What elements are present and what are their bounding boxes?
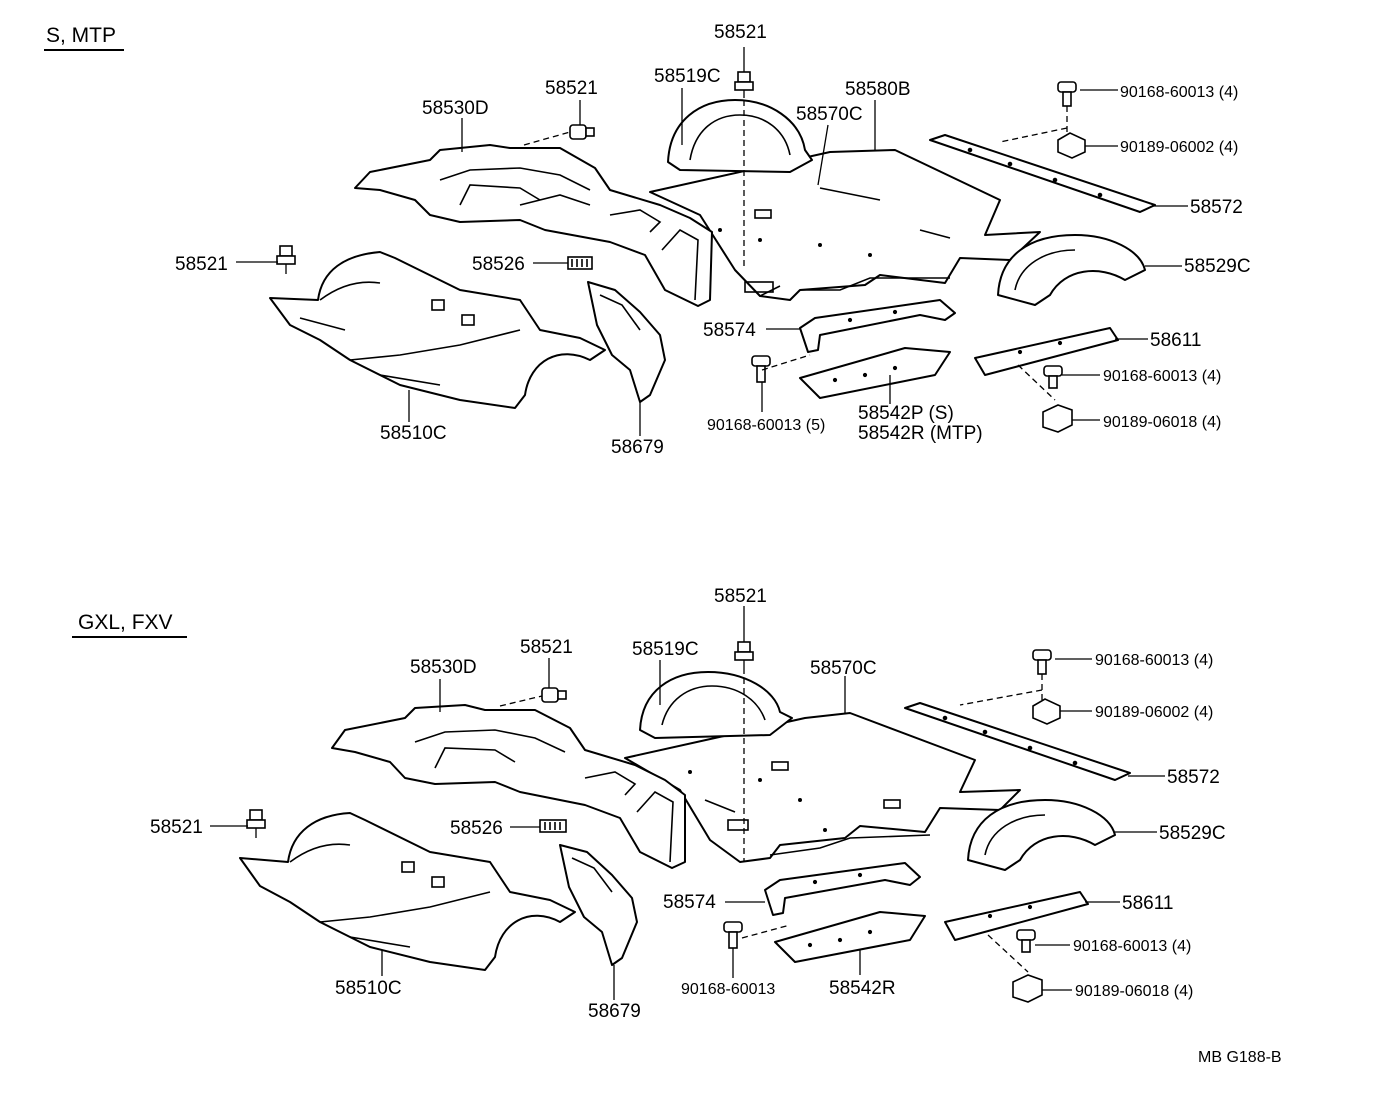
label-bolt-side: 90168-60013 (4) — [1073, 938, 1191, 955]
bracket — [587, 281, 666, 403]
bolt-top — [1032, 649, 1052, 675]
side-rail — [944, 891, 1089, 941]
label-silencer-rear: 58570C — [810, 658, 877, 679]
label-floor-rear: 58580B — [845, 79, 911, 100]
clip-left — [246, 809, 266, 838]
cover-plate — [799, 347, 951, 399]
section-title: S, MTP — [46, 24, 116, 47]
label-nut-top: 90189-06002 (4) — [1095, 704, 1213, 721]
label-wheelhouse: 58529C — [1184, 256, 1251, 277]
label-rail-side: 58611 — [1122, 893, 1173, 914]
label-bracket: 58679 — [611, 437, 664, 458]
label-rail-side: 58611 — [1150, 330, 1201, 351]
rear-cover — [667, 99, 813, 173]
clip-tunnel — [541, 687, 567, 703]
label-clip-left: 58521 — [175, 254, 228, 275]
label-clip-top: 58521 — [714, 586, 767, 607]
label-rail-top: 58572 — [1167, 767, 1220, 788]
label-rail-front: 58574 — [703, 320, 756, 341]
nut-top — [1057, 132, 1086, 159]
label-bolt-front: 90168-60013 (5) — [707, 417, 825, 434]
label-front-floor: 58510C — [380, 423, 447, 444]
bolt-front — [751, 355, 771, 383]
label-bracket: 58679 — [588, 1001, 641, 1022]
label-pad: 58526 — [450, 818, 503, 839]
label-pad: 58526 — [472, 254, 525, 275]
cover-plate — [774, 911, 926, 963]
label-bolt-side: 90168-60013 (4) — [1103, 368, 1221, 385]
wheelhouse — [997, 234, 1146, 306]
label-plate-line1: 58542P (S) — [858, 403, 954, 424]
rear-rail — [904, 702, 1131, 781]
label-bolt-top: 90168-60013 (4) — [1120, 84, 1238, 101]
diagram-code: MB G188-B — [1198, 1049, 1282, 1066]
bolt-front — [723, 921, 743, 949]
bolt-side — [1043, 365, 1063, 389]
label-nut-side: 90189-06018 (4) — [1103, 414, 1221, 431]
front-rail — [764, 862, 921, 916]
label-tunnel: 58530D — [410, 657, 477, 678]
label-wheelhouse: 58529C — [1159, 823, 1226, 844]
label-clip-tunnel: 58521 — [520, 637, 573, 658]
label-rail-top: 58572 — [1190, 197, 1243, 218]
label-nut-side: 90189-06018 (4) — [1075, 983, 1193, 1000]
section-s-mtp: S, MTP — [44, 22, 1251, 458]
nut-side — [1042, 404, 1073, 433]
nut-side — [1012, 974, 1043, 1003]
label-cover-rear: 58519C — [632, 639, 699, 660]
rear-floor-silencer — [624, 712, 1021, 863]
bolt-side — [1016, 929, 1036, 953]
tunnel-insulator — [354, 144, 713, 307]
label-nut-top: 90189-06002 (4) — [1120, 139, 1238, 156]
label-cover-rear: 58519C — [654, 66, 721, 87]
clip-top — [734, 71, 754, 98]
label-tunnel: 58530D — [422, 98, 489, 119]
label-silencer-rear: 58570C — [796, 104, 863, 125]
rear-rail — [929, 134, 1156, 213]
bracket — [559, 844, 638, 966]
side-rail — [974, 327, 1119, 376]
front-floor-silencer — [239, 812, 576, 971]
front-rail — [799, 299, 956, 353]
front-floor-silencer — [269, 251, 606, 409]
label-rail-front: 58574 — [663, 892, 716, 913]
pad — [539, 819, 567, 833]
label-clip-left: 58521 — [150, 817, 203, 838]
label-bolt-front: 90168-60013 — [681, 981, 775, 998]
label-bolt-top: 90168-60013 (4) — [1095, 652, 1213, 669]
section-gxl-fxv: GXL, FXV — [72, 586, 1226, 1022]
tunnel-insulator — [331, 704, 686, 869]
label-plate-line1: 58542R — [829, 978, 896, 999]
label-front-floor: 58510C — [335, 978, 402, 999]
rear-cover — [639, 671, 793, 739]
bolt-top — [1057, 81, 1077, 107]
label-clip-tunnel: 58521 — [545, 78, 598, 99]
section-title: GXL, FXV — [78, 611, 173, 634]
nut-top — [1032, 698, 1061, 725]
clip-tunnel — [569, 124, 595, 140]
wheelhouse — [967, 799, 1116, 871]
label-clip-top: 58521 — [714, 22, 767, 43]
label-plate-line2: 58542R (MTP) — [858, 423, 983, 444]
rear-floor-silencer — [649, 149, 1041, 301]
clip-top — [734, 641, 754, 668]
clip-left — [276, 245, 296, 274]
